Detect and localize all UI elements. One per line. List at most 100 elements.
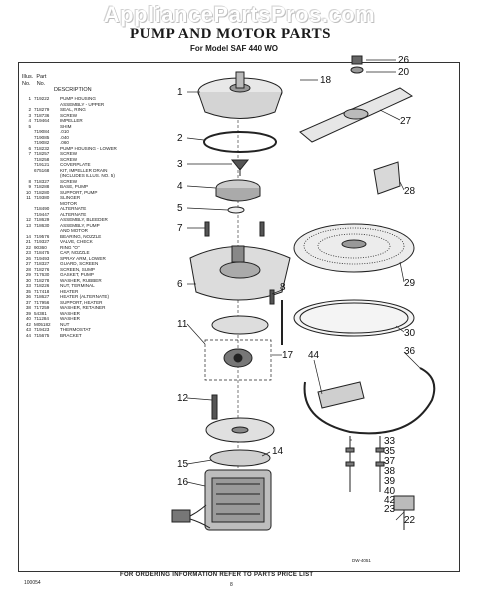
parts-list-row: 719084 .010 — [22, 129, 162, 135]
part-description: SCREEN, SUMP — [60, 266, 95, 272]
callout-8: 8 — [280, 282, 286, 293]
page-number: 8 — [230, 582, 233, 588]
callout-2: 2 — [177, 133, 183, 144]
part-number: 718257 — [34, 151, 50, 156]
motor — [204, 469, 272, 531]
parts-list-header: Illus. Part No. No. DESCRIPTION — [22, 74, 92, 93]
illus-number: 27 — [25, 261, 31, 266]
part-description: SCREW — [60, 112, 78, 118]
part-number: 715675 — [34, 332, 50, 338]
part-number: 719380 — [34, 195, 50, 200]
part-number: 718278 — [34, 277, 50, 283]
callout-15: 15 — [177, 459, 189, 470]
callout-12: 12 — [177, 393, 189, 404]
part-description: IMPELLER — [60, 118, 83, 123]
illus-number: 13 — [25, 222, 31, 228]
part-description: BRACKET — [60, 332, 82, 338]
illus-number: 33 — [25, 283, 31, 288]
part-description: PUMP HOUSING — [60, 96, 96, 101]
part-number: 719082 — [34, 140, 50, 145]
motor-connector — [171, 504, 211, 529]
part-number: 718629 — [34, 217, 50, 222]
illus-number: 36 — [25, 294, 31, 299]
pump-gasket — [293, 299, 415, 337]
ordering-note: FOR ORDERING INFORMATION REFER TO PARTS … — [120, 572, 314, 578]
callout-11: 11 — [177, 319, 188, 330]
part-description: WASHER, RUBBER — [60, 277, 102, 283]
illus-number: 1 — [28, 96, 31, 101]
illus-number: 29 — [25, 272, 31, 277]
part-number: 717418 — [34, 288, 50, 294]
parts-list-row: 719082.060 — [22, 140, 162, 146]
bracket — [317, 381, 365, 409]
screw-part-7 — [204, 221, 265, 237]
illus-number: 30 — [25, 277, 31, 283]
part-number: 718288 — [34, 184, 50, 189]
callout-labels: 1 2 3 4 5 7 6 8 11 12 14 15 16 17 18 20 … — [177, 55, 416, 526]
part-description: ALTERNATE — [60, 206, 87, 211]
seal-ring — [203, 131, 277, 153]
callout-27: 27 — [400, 116, 412, 127]
part-number: 54381 — [34, 310, 47, 316]
pump-support-plate — [205, 417, 275, 443]
illus-number: 40 — [25, 316, 31, 321]
illus-number: 7 — [28, 151, 31, 156]
lower-spray-arm — [299, 87, 414, 143]
part-description: GUARD, SCREEN — [60, 261, 99, 266]
part-label: Part — [36, 74, 47, 80]
illus-number: 3 — [28, 112, 31, 118]
callout-6: 6 — [177, 279, 183, 290]
part-number: 719447 — [34, 211, 50, 217]
part-description: SHIM — [60, 123, 72, 129]
illus-number: 12 — [25, 217, 31, 222]
illus-number: 6 — [28, 145, 31, 151]
part-number: 718226 — [34, 283, 50, 288]
part-number: 718475 — [34, 250, 50, 255]
illus-number: 4 — [28, 118, 31, 123]
diagram-frame — [18, 62, 460, 572]
callout-3: 3 — [177, 159, 183, 170]
upper-pump-housing — [197, 71, 283, 119]
part-number: 718279 — [34, 107, 50, 112]
illus-number: 8 — [28, 178, 31, 184]
slinger — [204, 339, 272, 381]
part-number: 719084 — [34, 129, 50, 134]
part-description: BEARING, NOZZLE — [60, 233, 102, 239]
part-description: COVERPLATE — [60, 162, 91, 167]
callout-5: 5 — [177, 203, 183, 214]
document-number: 100054 — [24, 580, 41, 586]
part-description: WASHER, RETAINER — [60, 305, 106, 310]
parts-list-row: (INCLUDES ILLUS. NO. 5) — [22, 173, 162, 179]
model-subtitle: For Model SAF 440 WO — [190, 44, 279, 53]
heater-hardware — [345, 436, 385, 492]
part-description: SLINGER — [60, 195, 81, 200]
part-description: WASHER — [60, 310, 80, 316]
screw-part-8 — [269, 289, 275, 305]
part-number: 719085 — [34, 134, 50, 140]
description-label: DESCRIPTION — [54, 87, 92, 93]
heater — [303, 367, 436, 435]
page-title: PUMP AND MOTOR PARTS — [130, 26, 332, 42]
part-description: .010 — [60, 129, 69, 134]
leader-lines — [186, 59, 421, 521]
part-number: 717956 — [34, 299, 50, 305]
callout-23: 23 — [384, 504, 396, 515]
part-description: PUMP HOUSING - LOWER — [60, 145, 117, 151]
illus-number: 37 — [25, 299, 31, 305]
part-number: 719121 — [34, 162, 50, 167]
illus-number: 10 — [25, 189, 31, 195]
